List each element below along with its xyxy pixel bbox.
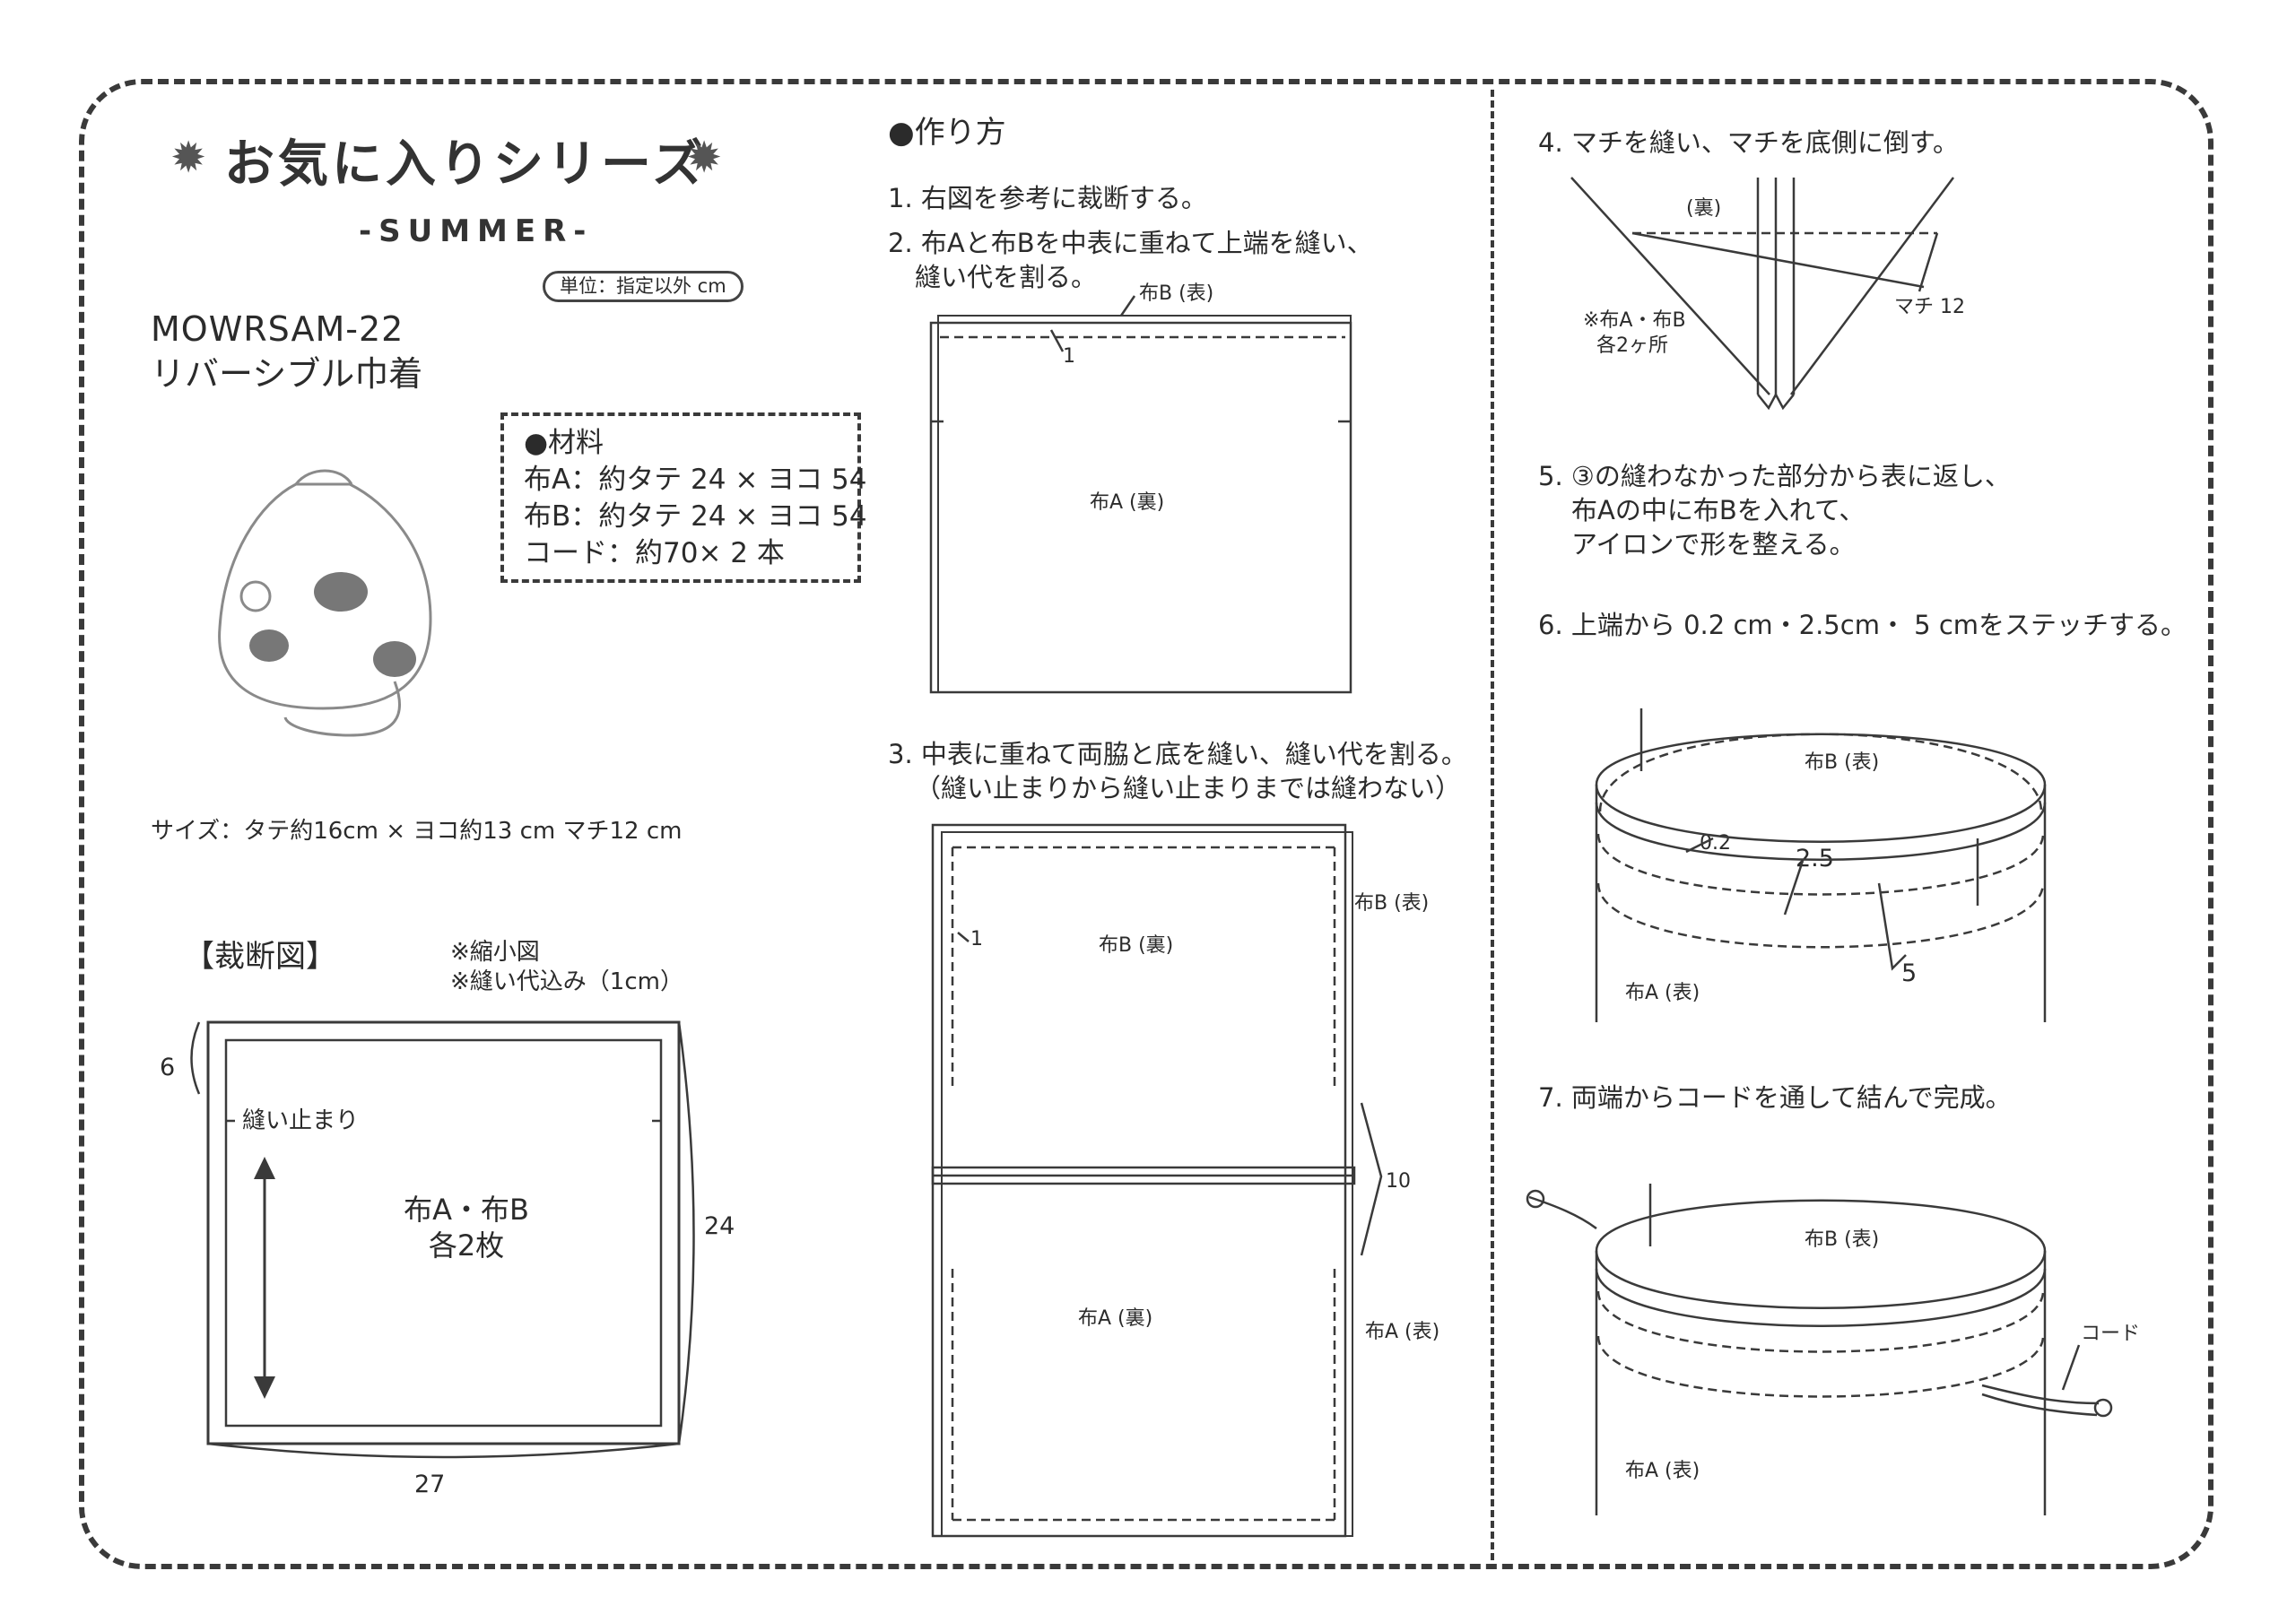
step3-line2: （縫い止まりから縫い止まりまでは縫わない）	[915, 773, 1462, 803]
fig7-cord: コード	[2081, 1323, 2141, 1345]
fig3-b-back: 布B (裏)	[1099, 934, 1174, 957]
materials-box	[500, 412, 861, 583]
step2-line2: 縫い代を割る。	[915, 262, 1098, 292]
step6-figure	[1595, 708, 2047, 1022]
fig7-b-front: 布B (表)	[1805, 1228, 1880, 1251]
material-fabric-b: 布B：約タテ 24 × ヨコ 54	[524, 500, 867, 533]
fig6-a-front: 布A (表)	[1625, 982, 1700, 1004]
cut-fabric-line2: 各2枚	[428, 1228, 505, 1263]
sun-left-icon: ✹	[170, 133, 207, 183]
fig2-b-front: 布B (表)	[1139, 282, 1214, 305]
cutting-note-allowance: ※縫い代込み（1cm）	[450, 968, 683, 995]
column-divider	[1491, 90, 1494, 1560]
dim-27: 27	[414, 1471, 446, 1498]
step3-line1: 3. 中表に重ねて両脇と底を縫い、縫い代を割る。	[888, 739, 1467, 769]
dim-6: 6	[160, 1054, 176, 1081]
step4: 4. マチを縫い、マチを底側に倒す。	[1538, 127, 1959, 158]
material-fabric-a: 布A：約タテ 24 × ヨコ 54	[524, 464, 867, 496]
cutting-heading: 【裁断図】	[184, 939, 336, 975]
fig4-gusset: マチ 12	[1894, 296, 1965, 318]
size-spec: サイズ：タテ約16cm × ヨコ約13 cm マチ12 cm	[151, 818, 683, 845]
bag-illustration	[218, 469, 432, 737]
series-title: お気に入りシリーズ	[224, 135, 707, 194]
step7: 7. 両端からコードを通して結んで完成。	[1538, 1082, 2012, 1113]
step4-figure	[1570, 177, 1955, 411]
step5-line1: 5. ③の縫わなかった部分から表に返し、	[1538, 461, 2011, 491]
step6: 6. 上端から 0.2 cm・2.5cm・ 5 cmをステッチする。	[1538, 610, 2187, 640]
cutting-diagram	[190, 1020, 695, 1459]
product-name: リバーシブル巾着	[151, 354, 423, 394]
sun-right-icon: ✹	[686, 133, 723, 183]
dim-24: 24	[704, 1212, 735, 1240]
howto-heading: ●作り方	[888, 115, 1006, 151]
fig4-note-line2: 各2ヶ所	[1596, 334, 1668, 357]
fig3-b-front: 布B (表)	[1354, 892, 1430, 915]
step1: 1. 右図を参考に裁断する。	[888, 183, 1207, 213]
fig4-back: (裏)	[1686, 197, 1722, 220]
step5-line2: 布Aの中に布Bを入れて、	[1571, 495, 1866, 525]
fig3-a-back: 布A (裏)	[1078, 1307, 1153, 1330]
fig3-seam: 1	[970, 928, 983, 950]
step5-line3: アイロンで形を整える。	[1571, 529, 1856, 560]
step2-line1: 2. 布Aと布Bを中表に重ねて上端を縫い、	[888, 228, 1373, 258]
fig2-seam: 1	[1063, 345, 1075, 368]
fig6-b-front: 布B (表)	[1805, 751, 1880, 774]
unit-note: 単位：指定以外 cm	[543, 271, 744, 303]
product-code: MOWRSAM-22	[151, 309, 404, 349]
step2-figure	[929, 295, 1352, 694]
cut-fabric-line1: 布A・布B	[404, 1193, 529, 1227]
fig6-d5: 5	[1901, 959, 1918, 987]
dashed-page-frame	[79, 79, 2213, 1569]
cutting-note-reduced: ※縮小図	[450, 939, 540, 966]
material-cord: コード：約70× 2 本	[524, 537, 785, 569]
step3-figure	[931, 823, 1383, 1538]
fig2-a-back: 布A (裏)	[1090, 491, 1165, 514]
materials-heading: ●材料	[524, 427, 604, 459]
subtitle: -SUMMER-	[359, 213, 594, 249]
step7-figure	[1526, 1184, 2113, 1515]
fig7-a-front: 布A (表)	[1625, 1460, 1700, 1482]
fig3-gap-10: 10	[1386, 1170, 1411, 1193]
fig3-a-front: 布A (表)	[1365, 1321, 1440, 1343]
fig4-note-line1: ※布A・布B	[1583, 309, 1686, 332]
stop-point-label: 縫い止まり	[242, 1107, 360, 1134]
